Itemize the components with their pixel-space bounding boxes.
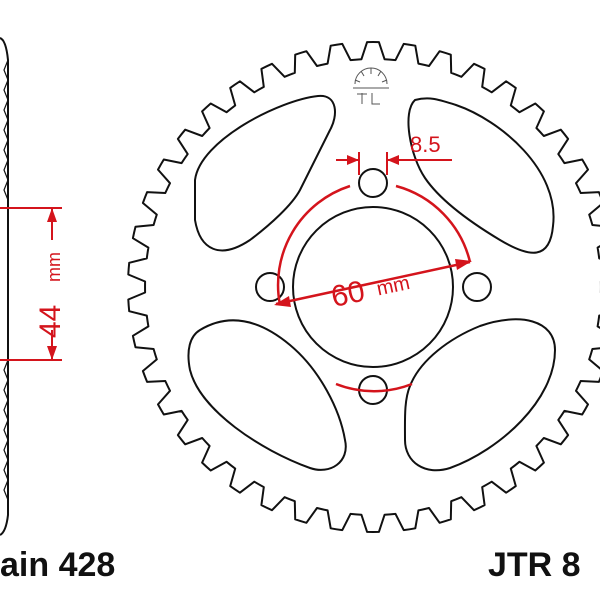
lightening-holes	[187, 94, 557, 472]
bolt-circle-label: 60 mm	[328, 272, 412, 314]
lightening-hole-bottom-left	[187, 319, 347, 471]
jt-sprocket-logo-icon	[353, 67, 389, 105]
hub-arrow-top	[47, 208, 57, 222]
hub-height-dimension: 44 mm	[0, 207, 67, 361]
bolt-circle-arrow-right	[455, 259, 472, 270]
chain-size-caption: ain 428	[0, 546, 116, 584]
lightening-hole-top-right	[407, 97, 555, 254]
bolt-circle-arc-upper-right	[395, 184, 472, 263]
hub-arrow-bottom	[47, 346, 57, 360]
side-profile	[0, 37, 9, 536]
bolt-circle-arc-lower	[335, 382, 413, 393]
side-profile-body	[0, 37, 9, 536]
hub-height-unit: mm	[44, 252, 64, 282]
hub-height-value: 44	[34, 305, 67, 338]
bolt-hole-arrow-left	[347, 155, 359, 165]
lightening-hole-bottom-right	[403, 318, 557, 472]
center-bore	[292, 206, 454, 368]
lightening-hole-top-left	[194, 94, 336, 252]
bolt-circle-diameter-line	[275, 260, 471, 306]
bolt-circle-arc-upper	[276, 184, 351, 306]
bolt-circle-arrow-left	[274, 296, 291, 307]
side-profile-teeth	[3, 59, 9, 501]
bolt-hole-right	[462, 272, 492, 302]
bolt-hole-arrow-right	[387, 155, 399, 165]
bolt-circle-value: 60	[328, 275, 368, 314]
bolt-hole-top	[358, 168, 388, 198]
bolt-circle-dimension	[275, 184, 472, 393]
bolt-hole-value: 8.5	[410, 132, 441, 157]
part-number-caption: JTR 8	[488, 546, 581, 584]
